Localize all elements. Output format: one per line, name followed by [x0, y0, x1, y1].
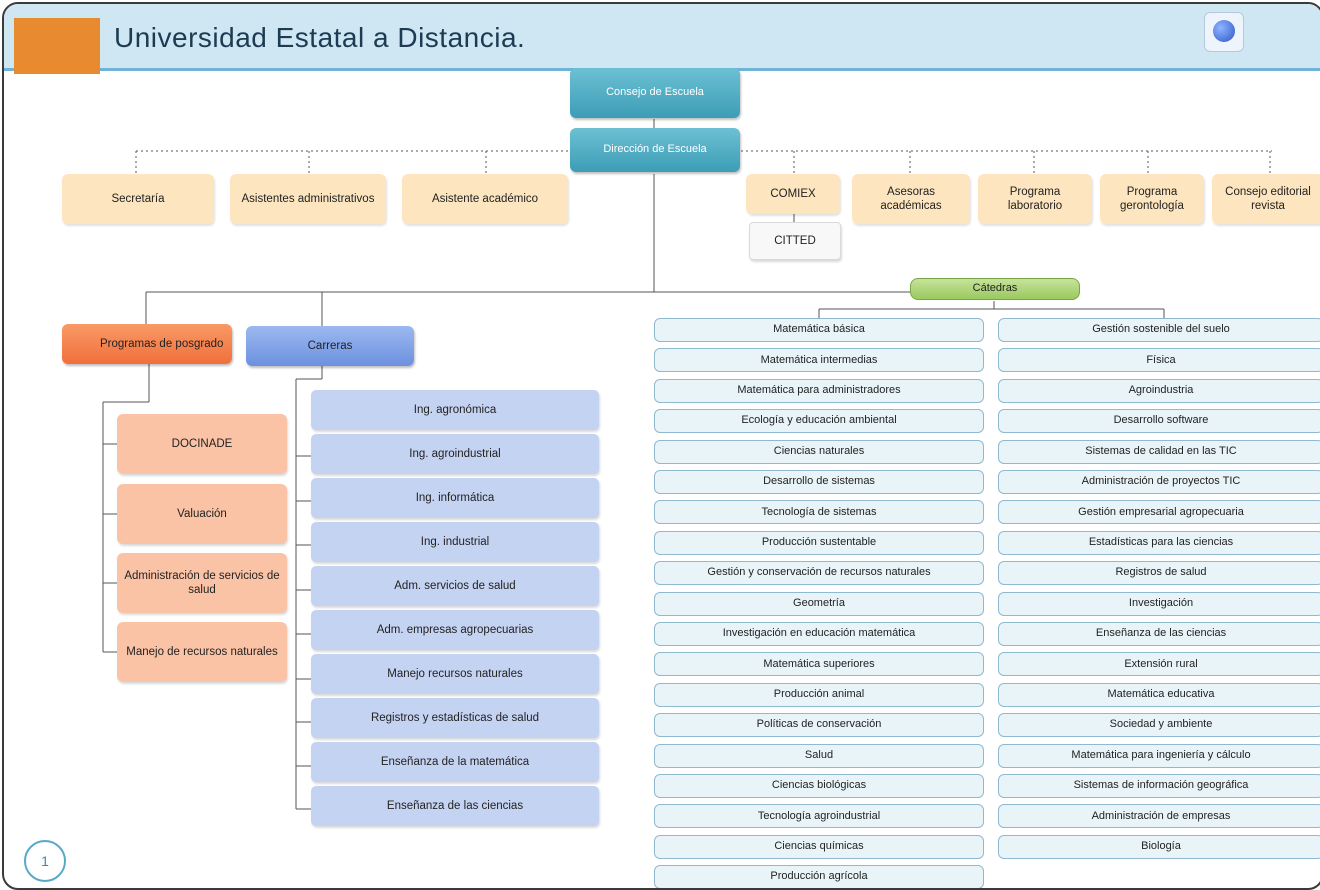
carreras-node: Carreras [246, 326, 414, 366]
posgrado-item: DOCINADE [117, 414, 287, 474]
catedra-item: Producción agrícola [654, 865, 984, 888]
catedra-item: Producción animal [654, 682, 984, 707]
catedra-item: Física [998, 348, 1320, 373]
catedra-item: Extensión rural [998, 652, 1320, 677]
catedra-item: Ciencias naturales [654, 439, 984, 464]
catedra-item: Registros de salud [998, 561, 1320, 586]
secretaria-node: Secretaría [62, 174, 214, 224]
catedra-item: Administración de empresas [998, 804, 1320, 829]
catedra-item: Desarrollo de sistemas [654, 470, 984, 494]
catedra-item: Administración de proyectos TIC [998, 470, 1320, 494]
carrera-item: Enseñanza de la matemática [311, 742, 599, 782]
catedra-item: Producción sustentable [654, 530, 984, 555]
carrera-item: Adm. empresas agropecuarias [311, 610, 599, 650]
catedra-item: Biología [998, 834, 1320, 859]
comiex-node: COMIEX [746, 174, 840, 214]
catedras-node: Cátedras [910, 278, 1080, 300]
programas-posgrado-node: Programas de posgrado [62, 324, 232, 364]
catedra-item: Matemática educativa [998, 682, 1320, 707]
carrera-item: Enseñanza de las ciencias [311, 786, 599, 826]
asesoras-academicas-node: Asesoras académicas [852, 174, 970, 224]
catedra-item: Gestión sostenible del suelo [998, 318, 1320, 342]
asistentes-administrativos-node: Asistentes administrativos [230, 174, 386, 224]
consejo-editorial-node: Consejo editorial revista [1212, 174, 1320, 224]
catedra-item: Sociedad y ambiente [998, 713, 1320, 738]
posgrado-item: Administración de servicios de salud [117, 553, 287, 613]
catedra-item: Gestión empresarial agropecuaria [998, 500, 1320, 525]
catedra-item: Gestión y conservación de recursos natur… [654, 561, 984, 586]
catedra-item: Matemática para ingeniería y cálculo [998, 743, 1320, 768]
catedra-item: Matemática superiores [654, 652, 984, 677]
catedra-item: Desarrollo software [998, 409, 1320, 434]
catedra-item: Enseñanza de las ciencias [998, 622, 1320, 646]
catedra-item: Políticas de conservación [654, 713, 984, 738]
connector-lines [102, 119, 1272, 810]
catedra-item: Matemática básica [654, 318, 984, 342]
programa-laboratorio-node: Programa laboratorio [978, 174, 1092, 224]
globe-icon [1204, 12, 1244, 52]
catedra-item: Agroindustria [998, 378, 1320, 403]
posgrado-item: Valuación [117, 484, 287, 544]
catedra-item: Tecnología agroindustrial [654, 804, 984, 829]
citted-node: CITTED [749, 222, 841, 260]
catedra-item: Sistemas de información geográfica [998, 774, 1320, 798]
carrera-item: Manejo recursos naturales [311, 654, 599, 694]
catedra-item: Ecología y educación ambiental [654, 409, 984, 434]
catedra-item: Sistemas de calidad en las TIC [998, 439, 1320, 464]
catedra-item: Matemática intermedias [654, 348, 984, 373]
catedra-item: Ciencias biológicas [654, 774, 984, 798]
carrera-item: Ing. agronómica [311, 390, 599, 430]
carrera-item: Ing. informática [311, 478, 599, 518]
catedra-item: Tecnología de sistemas [654, 500, 984, 525]
programa-gerontologia-node: Programa gerontología [1100, 174, 1204, 224]
posgrado-item: Manejo de recursos naturales [117, 622, 287, 682]
catedra-item: Ciencias químicas [654, 834, 984, 859]
catedra-item: Investigación en educación matemática [654, 622, 984, 646]
catedra-item: Salud [654, 743, 984, 768]
catedra-item: Geometría [654, 591, 984, 616]
asistente-academico-node: Asistente académico [402, 174, 568, 224]
corner-accent [14, 18, 100, 74]
direccion-escuela-node: Dirección de Escuela [570, 128, 740, 172]
page-number-badge: 1 [24, 840, 66, 882]
carrera-item: Registros y estadísticas de salud [311, 698, 599, 738]
catedra-item: Estadísticas para las ciencias [998, 530, 1320, 555]
carrera-item: Ing. industrial [311, 522, 599, 562]
carrera-item: Adm. servicios de salud [311, 566, 599, 606]
carrera-item: Ing. agroindustrial [311, 434, 599, 474]
catedra-item: Investigación [998, 591, 1320, 616]
page-title: Universidad Estatal a Distancia. [114, 22, 526, 53]
consejo-escuela-node: Consejo de Escuela [570, 68, 740, 118]
catedra-item: Matemática para administradores [654, 378, 984, 403]
